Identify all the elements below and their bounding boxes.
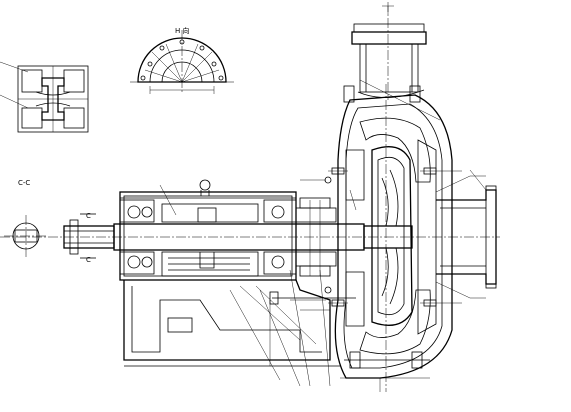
section-label: C-C bbox=[18, 179, 30, 187]
casing-bolts bbox=[328, 85, 462, 369]
bearing-housing bbox=[119, 179, 297, 281]
cut-mark-bottom: C bbox=[86, 256, 91, 264]
stuffing-box bbox=[290, 176, 337, 301]
bearing-pedestal bbox=[123, 279, 356, 367]
flange-h-view: H 向 bbox=[130, 26, 234, 94]
shaft: C C bbox=[0, 212, 500, 264]
section-c-c-view: C-C bbox=[4, 179, 48, 258]
discharge-outlet bbox=[351, 2, 427, 100]
cut-mark-top: C bbox=[86, 212, 91, 220]
suction-inlet bbox=[435, 175, 497, 299]
bearing-detail-view bbox=[0, 61, 89, 133]
pump-casing bbox=[328, 79, 462, 392]
leader-lines bbox=[229, 169, 487, 387]
